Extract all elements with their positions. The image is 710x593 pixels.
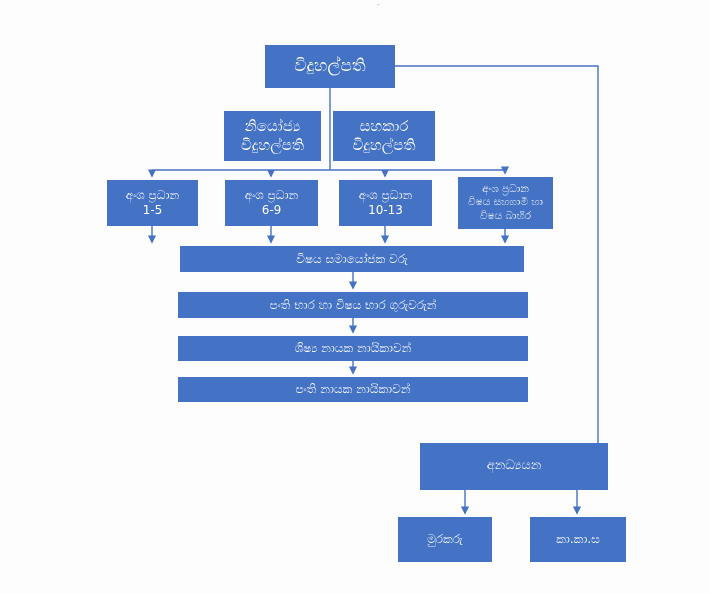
- node-deputy-principal-line2: විදුහල්පති: [240, 136, 305, 154]
- node-class-leaders-label: පංති නායක නායිකාවන්: [295, 382, 411, 396]
- node-section-head-10-13: අංශ ප්‍රධාන 10-13: [339, 180, 432, 226]
- stray-mark: ˘: [376, 4, 381, 14]
- node-section-head-1-5-line1: අංශ ප්‍රධාන: [125, 188, 180, 202]
- node-student-prefects: ශිෂ්‍ය නායක නායිකාවන්: [178, 336, 528, 361]
- node-section-head-10-13-line2: 10-13: [368, 203, 403, 217]
- node-watchman: මුරකරු: [398, 517, 492, 562]
- node-deputy-principal: නියෝජ්‍ය විදුහල්පති: [224, 111, 321, 161]
- node-section-head-6-9: අංශ ප්‍රධාන 6-9: [225, 180, 318, 226]
- node-principal: විදුහල්පති: [265, 45, 395, 88]
- node-student-prefects-label: ශිෂ්‍ය නායක නායිකාවන්: [294, 341, 412, 355]
- node-section-head-cocurricular: අංශ ප්‍රධාන විෂය සහගාමී හා විෂය බාහිර: [458, 177, 553, 229]
- node-subject-coordinators: විෂය සමායෝජක වරු: [180, 246, 524, 272]
- node-office-assistant: කා.කා.ස: [530, 517, 626, 562]
- node-section-head-6-9-line1: අංශ ප්‍රධාන: [244, 188, 299, 202]
- node-section-head-cocurricular-line3: විෂය බාහිර: [479, 209, 532, 222]
- node-section-head-1-5-line2: 1-5: [142, 203, 163, 217]
- node-section-head-cocurricular-line2: විෂය සහගාමී හා: [468, 196, 543, 209]
- node-class-subject-teachers: පංති භාර හා විෂය භාර ගුරුවරුන්: [178, 292, 528, 318]
- node-subject-coordinators-label: විෂය සමායෝජක වරු: [296, 251, 408, 266]
- node-non-academic-label: අනධ්‍යයන: [486, 458, 542, 474]
- node-section-head-10-13-line1: අංශ ප්‍රධාන: [358, 188, 413, 202]
- node-deputy-principal-line1: නියෝජ්‍ය: [244, 117, 301, 136]
- node-section-head-1-5: අංශ ප්‍රධාන 1-5: [107, 180, 198, 226]
- node-section-head-cocurricular-line1: අංශ ප්‍රධාන: [482, 183, 529, 196]
- node-section-head-6-9-line2: 6-9: [261, 203, 282, 217]
- node-assistant-principal: සහකාර විදුහල්පති: [333, 111, 435, 161]
- node-office-assistant-label: කා.කා.ස: [556, 532, 600, 546]
- node-watchman-label: මුරකරු: [427, 532, 463, 546]
- node-class-subject-teachers-label: පංති භාර හා විෂය භාර ගුරුවරුන්: [269, 297, 437, 312]
- node-principal-label: විදුහල්පති: [294, 55, 366, 76]
- node-non-academic: අනධ්‍යයන: [420, 443, 608, 490]
- node-assistant-principal-line1: සහකාර: [359, 117, 409, 136]
- node-class-leaders: පංති නායක නායිකාවන්: [178, 377, 528, 402]
- node-assistant-principal-line2: විදුහල්පති: [352, 136, 416, 154]
